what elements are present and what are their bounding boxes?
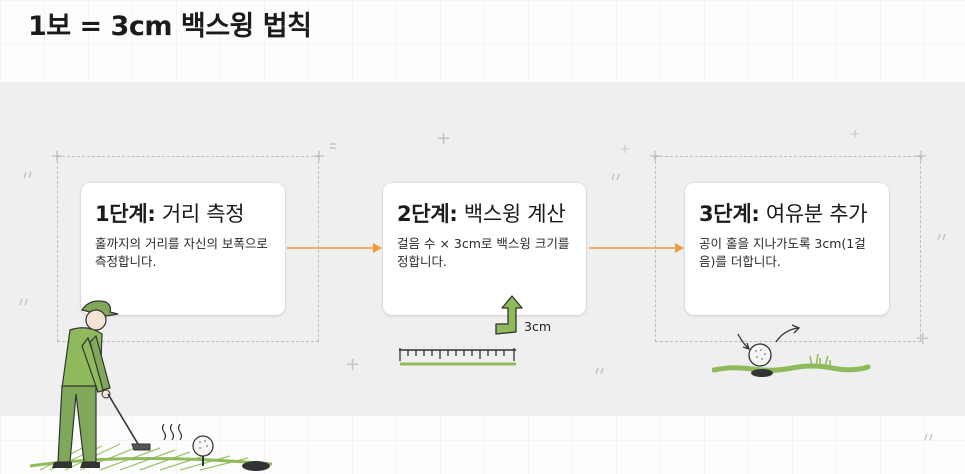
step-frame-1 [57,156,319,342]
step-title: 3단계: 여유분 추가 [699,199,875,229]
plus-mark: + [850,127,861,141]
step-title-bold: 3단계: [699,202,760,226]
step-description: 걸음 수 × 3cm로 백스윙 크기를 정합니다. [397,236,570,269]
step-frame-3 [655,156,921,342]
plus-mark: + [436,128,452,149]
step-title-text: 거리 측정 [155,202,245,226]
step-title-text: 여유분 추가 [759,202,868,226]
ball-in-hole-icon [712,324,871,377]
step-card-2: 2단계: 백스윙 계산 걸음 수 × 3cm로 백스윙 크기를 정합니다. [383,183,586,315]
ruler-icon [399,348,516,366]
step-description: 홀까지의 거리를 자신의 보폭으로 측정합니다. [95,236,268,269]
plus-mark: + [620,142,631,156]
step-title: 2단계: 백스윙 계산 [397,199,572,229]
up-arrow-icon [495,295,523,335]
step-description: 공이 홀을 지나가도록 3cm(1걸음)를 더합니다. [699,236,866,269]
arrow-right-icon [589,243,684,253]
step-card-1: 1단계: 거리 측정 홀까지의 거리를 자신의 보폭으로 측정합니다. [81,183,285,315]
golfer-illustration [29,300,273,471]
step-title: 1단계: 거리 측정 [95,199,271,229]
arrow-right-icon [287,243,382,253]
step-title-bold: 1단계: [95,202,156,226]
step-card-3: 3단계: 여유분 추가 공이 홀을 지나가도록 3cm(1걸음)를 더합니다. [685,183,889,315]
plus-mark: + [915,328,931,349]
step-title-text: 백스윙 계산 [457,202,566,226]
page-title: 1보 = 3cm 백스윙 법칙 [28,11,312,42]
plus-mark: + [345,354,361,375]
step-title-bold: 2단계: [397,202,458,226]
ruler-label: 3cm [524,319,552,334]
